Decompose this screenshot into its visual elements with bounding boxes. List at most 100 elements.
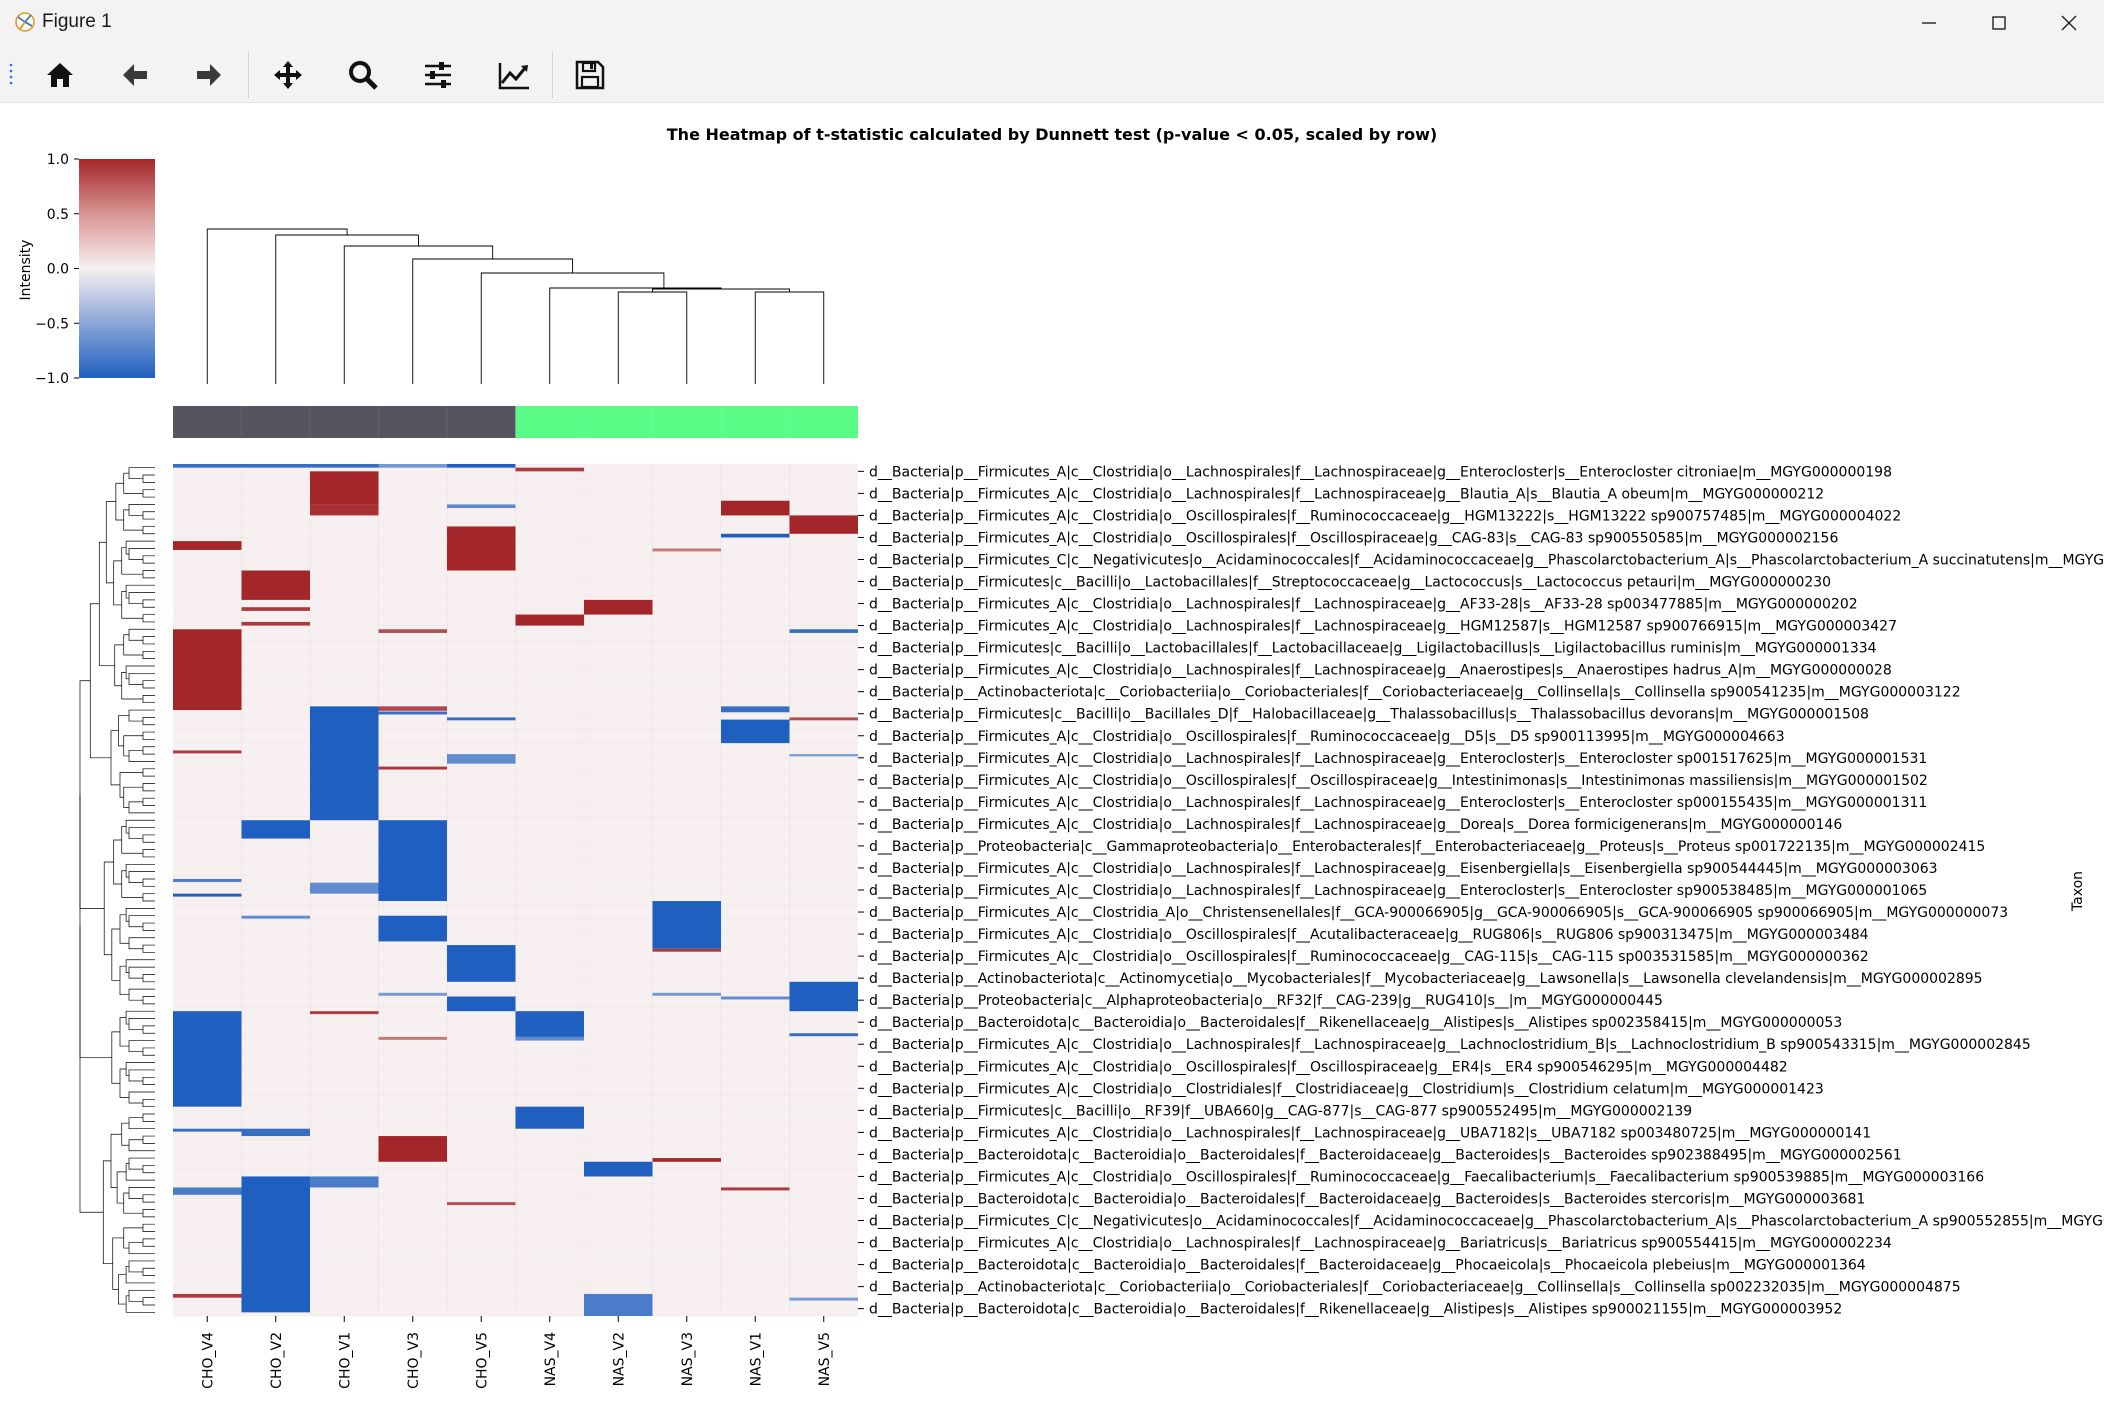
edit-axes-icon <box>498 63 529 90</box>
minimize-button[interactable] <box>1894 0 1964 46</box>
row-label: d__Bacteria|p__Firmicutes_A|c__Clostridi… <box>869 1236 1892 1252</box>
forward-button[interactable] <box>184 52 234 98</box>
group-color-cell <box>310 406 379 438</box>
group-color-cell <box>447 406 516 438</box>
dendrogram-link <box>142 511 155 520</box>
dendrogram-link <box>142 1297 155 1306</box>
heatmap-cell <box>378 992 447 996</box>
heatmap-cell <box>173 893 242 897</box>
dendrogram-link <box>128 966 146 979</box>
row-label: d__Bacteria|p__Firmicutes_A|c__Clostridi… <box>869 1081 1824 1097</box>
row-label: d__Bacteria|p__Firmicutes_A|c__Clostridi… <box>869 927 1869 943</box>
dendrogram-link <box>128 1069 146 1082</box>
close-icon <box>2061 15 2077 31</box>
figure-canvas[interactable]: The Heatmap of t-statistic calculated by… <box>0 104 2104 1404</box>
minimize-icon <box>1922 22 1936 24</box>
dendrogram-link <box>142 489 155 498</box>
row-label: d__Bacteria|p__Firmicutes_A|c__Clostridi… <box>869 905 2008 921</box>
dendrogram-link <box>121 672 143 700</box>
configure-subplots-button[interactable] <box>413 52 463 98</box>
dendrogram-link <box>142 1209 155 1218</box>
heatmap-cell <box>378 1036 447 1040</box>
dendrogram-link <box>343 245 494 384</box>
dendrogram-link <box>128 1260 146 1273</box>
dendrogram-link <box>142 650 155 659</box>
heatmap-cell <box>447 945 516 982</box>
heatmap-cell <box>447 1202 516 1206</box>
row-label: d__Bacteria|p__Firmicutes_A|c__Clostridi… <box>869 817 1842 833</box>
edit-axes-button[interactable] <box>488 52 538 98</box>
heatmap-cell <box>173 878 242 882</box>
row-label: d__Bacteria|p__Firmicutes_A|c__Clostridi… <box>869 861 1938 877</box>
dendrogram-link <box>115 482 124 521</box>
row-label: d__Bacteria|p__Firmicutes|c__Bacilli|o__… <box>869 641 1877 657</box>
maximize-button[interactable] <box>1964 0 2034 46</box>
toolbar-grip-icon[interactable] <box>8 62 14 86</box>
heatmap-cell <box>241 607 310 611</box>
row-label: d__Bacteria|p__Firmicutes_A|c__Clostridi… <box>869 597 1858 613</box>
dendrogram-link <box>142 695 155 704</box>
dendrogram-link <box>128 871 146 884</box>
heatmap-cell <box>310 882 379 894</box>
heatmap-cell <box>241 1176 310 1313</box>
heatmap-cell <box>173 750 242 754</box>
navigation-toolbar <box>0 46 2104 103</box>
dendrogram-link <box>142 731 155 740</box>
row-label: d__Bacteria|p__Firmicutes_A|c__Clostridi… <box>869 1169 1984 1185</box>
group-color-cell <box>378 406 447 438</box>
dendrogram-link <box>142 1223 155 1232</box>
dendrogram-link <box>128 467 146 480</box>
heatmap-cell <box>241 915 310 919</box>
dendrogram-link <box>121 591 143 619</box>
heatmap-cell <box>789 1297 858 1301</box>
dendrogram-link <box>128 827 146 839</box>
row-label: d__Bacteria|p__Firmicutes_A|c__Clostridi… <box>869 486 1824 502</box>
pan-button[interactable] <box>263 52 313 98</box>
dendrogram-link <box>142 1165 155 1174</box>
dendrogram-link <box>113 839 122 885</box>
forward-icon <box>197 64 221 86</box>
row-label: d__Bacteria|p__Bacteroidota|c__Bacteroid… <box>869 1191 1865 1207</box>
dendrogram-link <box>114 644 124 687</box>
dendrogram-link <box>128 988 146 1001</box>
dendrogram-link <box>125 819 146 834</box>
close-button[interactable] <box>2034 0 2104 46</box>
heatmap-cell <box>652 548 721 552</box>
heatmap-matrix <box>173 463 858 1317</box>
dendrogram-link <box>142 680 155 689</box>
heatmap-cell <box>447 504 516 509</box>
back-button[interactable] <box>110 52 160 98</box>
title-bar: Figure 1 <box>0 0 2104 46</box>
save-button[interactable] <box>565 52 615 98</box>
heatmap-cell <box>515 614 584 626</box>
row-label: d__Bacteria|p__Firmicutes|c__Bacilli|o__… <box>869 1103 1692 1119</box>
home-button[interactable] <box>35 52 85 98</box>
column-label: CHO_V1 <box>337 1332 353 1389</box>
zoom-button[interactable] <box>338 52 388 98</box>
heatmap-cell <box>173 1293 242 1298</box>
row-dendrogram <box>79 467 155 1313</box>
colorbar-ticks: 1.00.50.0−0.5−1.0 <box>35 152 79 387</box>
row-label: d__Bacteria|p__Firmicutes_A|c__Clostridi… <box>869 530 1838 546</box>
column-label: NAS_V2 <box>611 1332 627 1386</box>
dendrogram-link <box>121 826 143 854</box>
dendrogram-link <box>123 472 143 494</box>
dendrogram-link <box>142 922 155 931</box>
dendrogram-link <box>125 1062 146 1076</box>
heatmap-cell <box>721 533 790 538</box>
dendrogram-link <box>128 750 146 762</box>
dendrogram-link <box>142 614 155 623</box>
heatmap-cell <box>652 901 721 949</box>
dendrogram-link <box>142 746 155 755</box>
dendrogram-link <box>125 863 146 878</box>
column-label: NAS_V5 <box>817 1332 833 1386</box>
heatmap-cell <box>721 706 790 713</box>
dendrogram-link <box>142 1113 155 1122</box>
heatmap-cell <box>652 948 721 952</box>
heatmap-cell <box>721 1187 790 1191</box>
heatmap-cell <box>789 515 858 534</box>
heatmap-cell <box>378 464 447 468</box>
dendrogram-link <box>142 636 155 645</box>
heatmap-cell <box>173 1187 242 1195</box>
dendrogram-link <box>125 959 146 973</box>
